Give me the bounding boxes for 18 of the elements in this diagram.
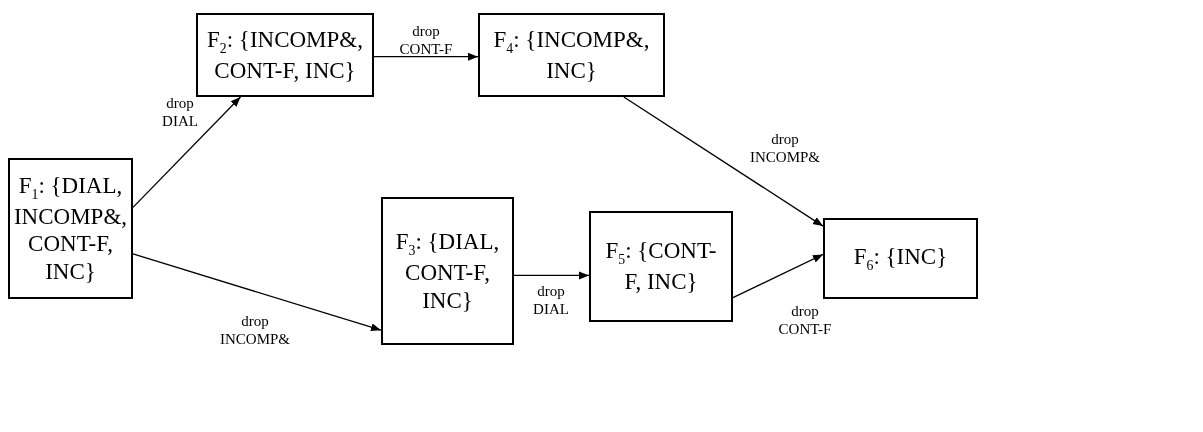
arrow (132, 96, 242, 208)
arrow (132, 253, 382, 332)
arrow (732, 253, 824, 299)
edge-label: drop INCOMP& (749, 130, 821, 166)
edge-label: drop DIAL (161, 94, 199, 130)
arrow (373, 52, 479, 61)
edge-label: drop CONT-F (777, 302, 833, 338)
state-box: F$_{1}$: {DIAL, INCOMP&, CONT-F, INC} (8, 158, 133, 299)
arrow (513, 271, 590, 280)
state-box: F$_{3}$: {DIAL, CONT-F, INC} (381, 197, 514, 345)
edge-label: drop CONT-F (398, 22, 454, 58)
arrow (623, 96, 824, 227)
state-box: F$_{2}$: {INCOMP&, CONT-F, INC} (196, 13, 374, 97)
edge-label: drop DIAL (532, 282, 570, 318)
state-box: F$_{6}$: {INC} (823, 218, 978, 299)
state-box: F$_{5}$: {CONT-F, INC} (589, 211, 733, 322)
edge-label: drop INCOMP& (219, 312, 291, 348)
state-box: F$_{4}$: {INCOMP&, INC} (478, 13, 665, 97)
